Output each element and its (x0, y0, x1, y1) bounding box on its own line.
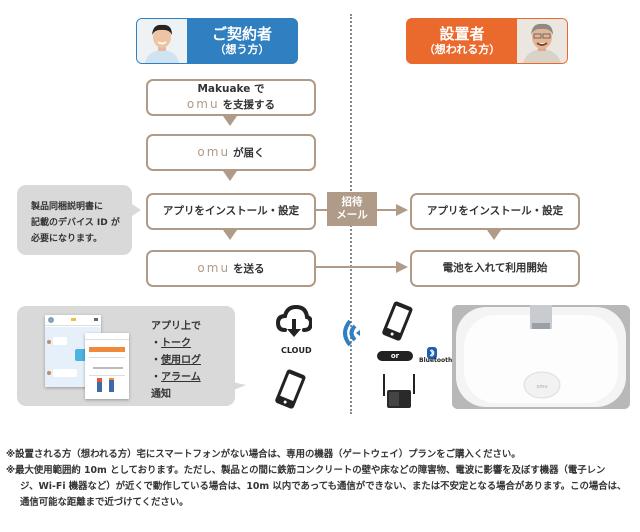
step4-text: を送る (233, 262, 265, 275)
connector-line (314, 209, 327, 211)
connector-line (314, 266, 400, 268)
callout1-line2: 記載のデバイス ID が (31, 218, 120, 228)
invite-line2: メール (336, 209, 368, 221)
omu-logo: omu (197, 144, 231, 159)
callout1-line3: 必要になります。 (31, 234, 103, 244)
step3-text: アプリをインストール・設定 (162, 205, 300, 217)
feature-usage-log: 使用ログ (161, 355, 201, 366)
contractor-photo (137, 19, 187, 63)
footnote-range-2: ジ、Wi-Fi 機器など）が近くで動作している場合は、10m 以内であっても通信… (20, 481, 627, 492)
smartphone-icon (272, 369, 308, 415)
feature-talk: トーク (161, 338, 191, 349)
arrow-down-icon (223, 171, 237, 181)
installer-subtitle: （想われる方） (423, 43, 501, 56)
step1-line1: Makuake で (197, 83, 265, 95)
installer-title: 設置者 (439, 25, 485, 43)
arrow-down-icon (487, 230, 501, 240)
omu-logo: omu (186, 97, 220, 111)
device-id-callout: 製品同梱説明書に 記載のデバイス ID が 必要になります。 (17, 185, 132, 255)
invite-line1: 招待 (341, 196, 363, 208)
bluetooth-label: Bluetooth (419, 357, 453, 364)
connector-line (377, 209, 399, 211)
omu-device-label: omu (536, 384, 547, 390)
or-badge: or (377, 351, 413, 361)
app-log-screenshot (85, 333, 129, 399)
app-outro: 通知 (151, 389, 171, 400)
contractor-subtitle: （想う方） (214, 43, 270, 56)
smartphone-icon (379, 301, 415, 347)
bluetooth-icon (427, 344, 437, 363)
installer-step-start-use: 電池を入れて利用開始 (410, 250, 580, 287)
gateway-device-icon (379, 372, 419, 416)
installer-step-install-app: アプリをインストール・設定 (410, 193, 580, 230)
contractor-header: ご契約者 （想う方） (136, 18, 298, 64)
callout1-line1: 製品同梱説明書に (31, 202, 104, 212)
wireless-signal-icon (338, 318, 362, 352)
installer-step1-text: アプリをインストール・設定 (426, 205, 564, 217)
step2-text: が届く (233, 146, 265, 159)
contractor-title: ご契約者 (211, 25, 272, 43)
callout-tip (132, 204, 141, 216)
sink-with-omu-photo: omu (452, 305, 630, 409)
footnote-range-1: ※最大使用範囲約 10m としております。ただし、製品との間に鉄筋コンクリートの… (6, 465, 606, 476)
installer-step2-text: 電池を入れて利用開始 (442, 262, 548, 274)
cloud-download-icon (275, 303, 314, 343)
arrow-down-icon (223, 116, 237, 126)
callout-tip (224, 380, 246, 394)
step-install-app: アプリをインストール・設定 (146, 193, 316, 230)
feature-alarm: アラーム (161, 372, 201, 383)
arrow-down-icon (223, 230, 237, 240)
installer-photo (517, 19, 567, 63)
app-intro: アプリ上で (151, 321, 201, 332)
bullet: ・ (151, 372, 161, 383)
footnote-gateway: ※設置される方（想われる方）宅にスマートフォンがない場合は、専用の機器（ゲートウ… (6, 449, 521, 460)
invite-email-badge: 招待 メール (327, 192, 377, 226)
or-label: or (390, 352, 400, 360)
bullet: ・ (151, 338, 161, 349)
arrow-right-icon (396, 204, 408, 216)
arrow-right-icon (396, 261, 408, 273)
bullet: ・ (151, 355, 161, 366)
cloud-label: CLOUD (281, 346, 312, 355)
omu-logo: omu (197, 260, 231, 275)
installer-header: 設置者 （想われる方） (406, 18, 568, 64)
footnote-range-3: 通信可能な距離まで近づけてください。 (20, 497, 189, 508)
step1-line2: を支援する (222, 99, 276, 111)
